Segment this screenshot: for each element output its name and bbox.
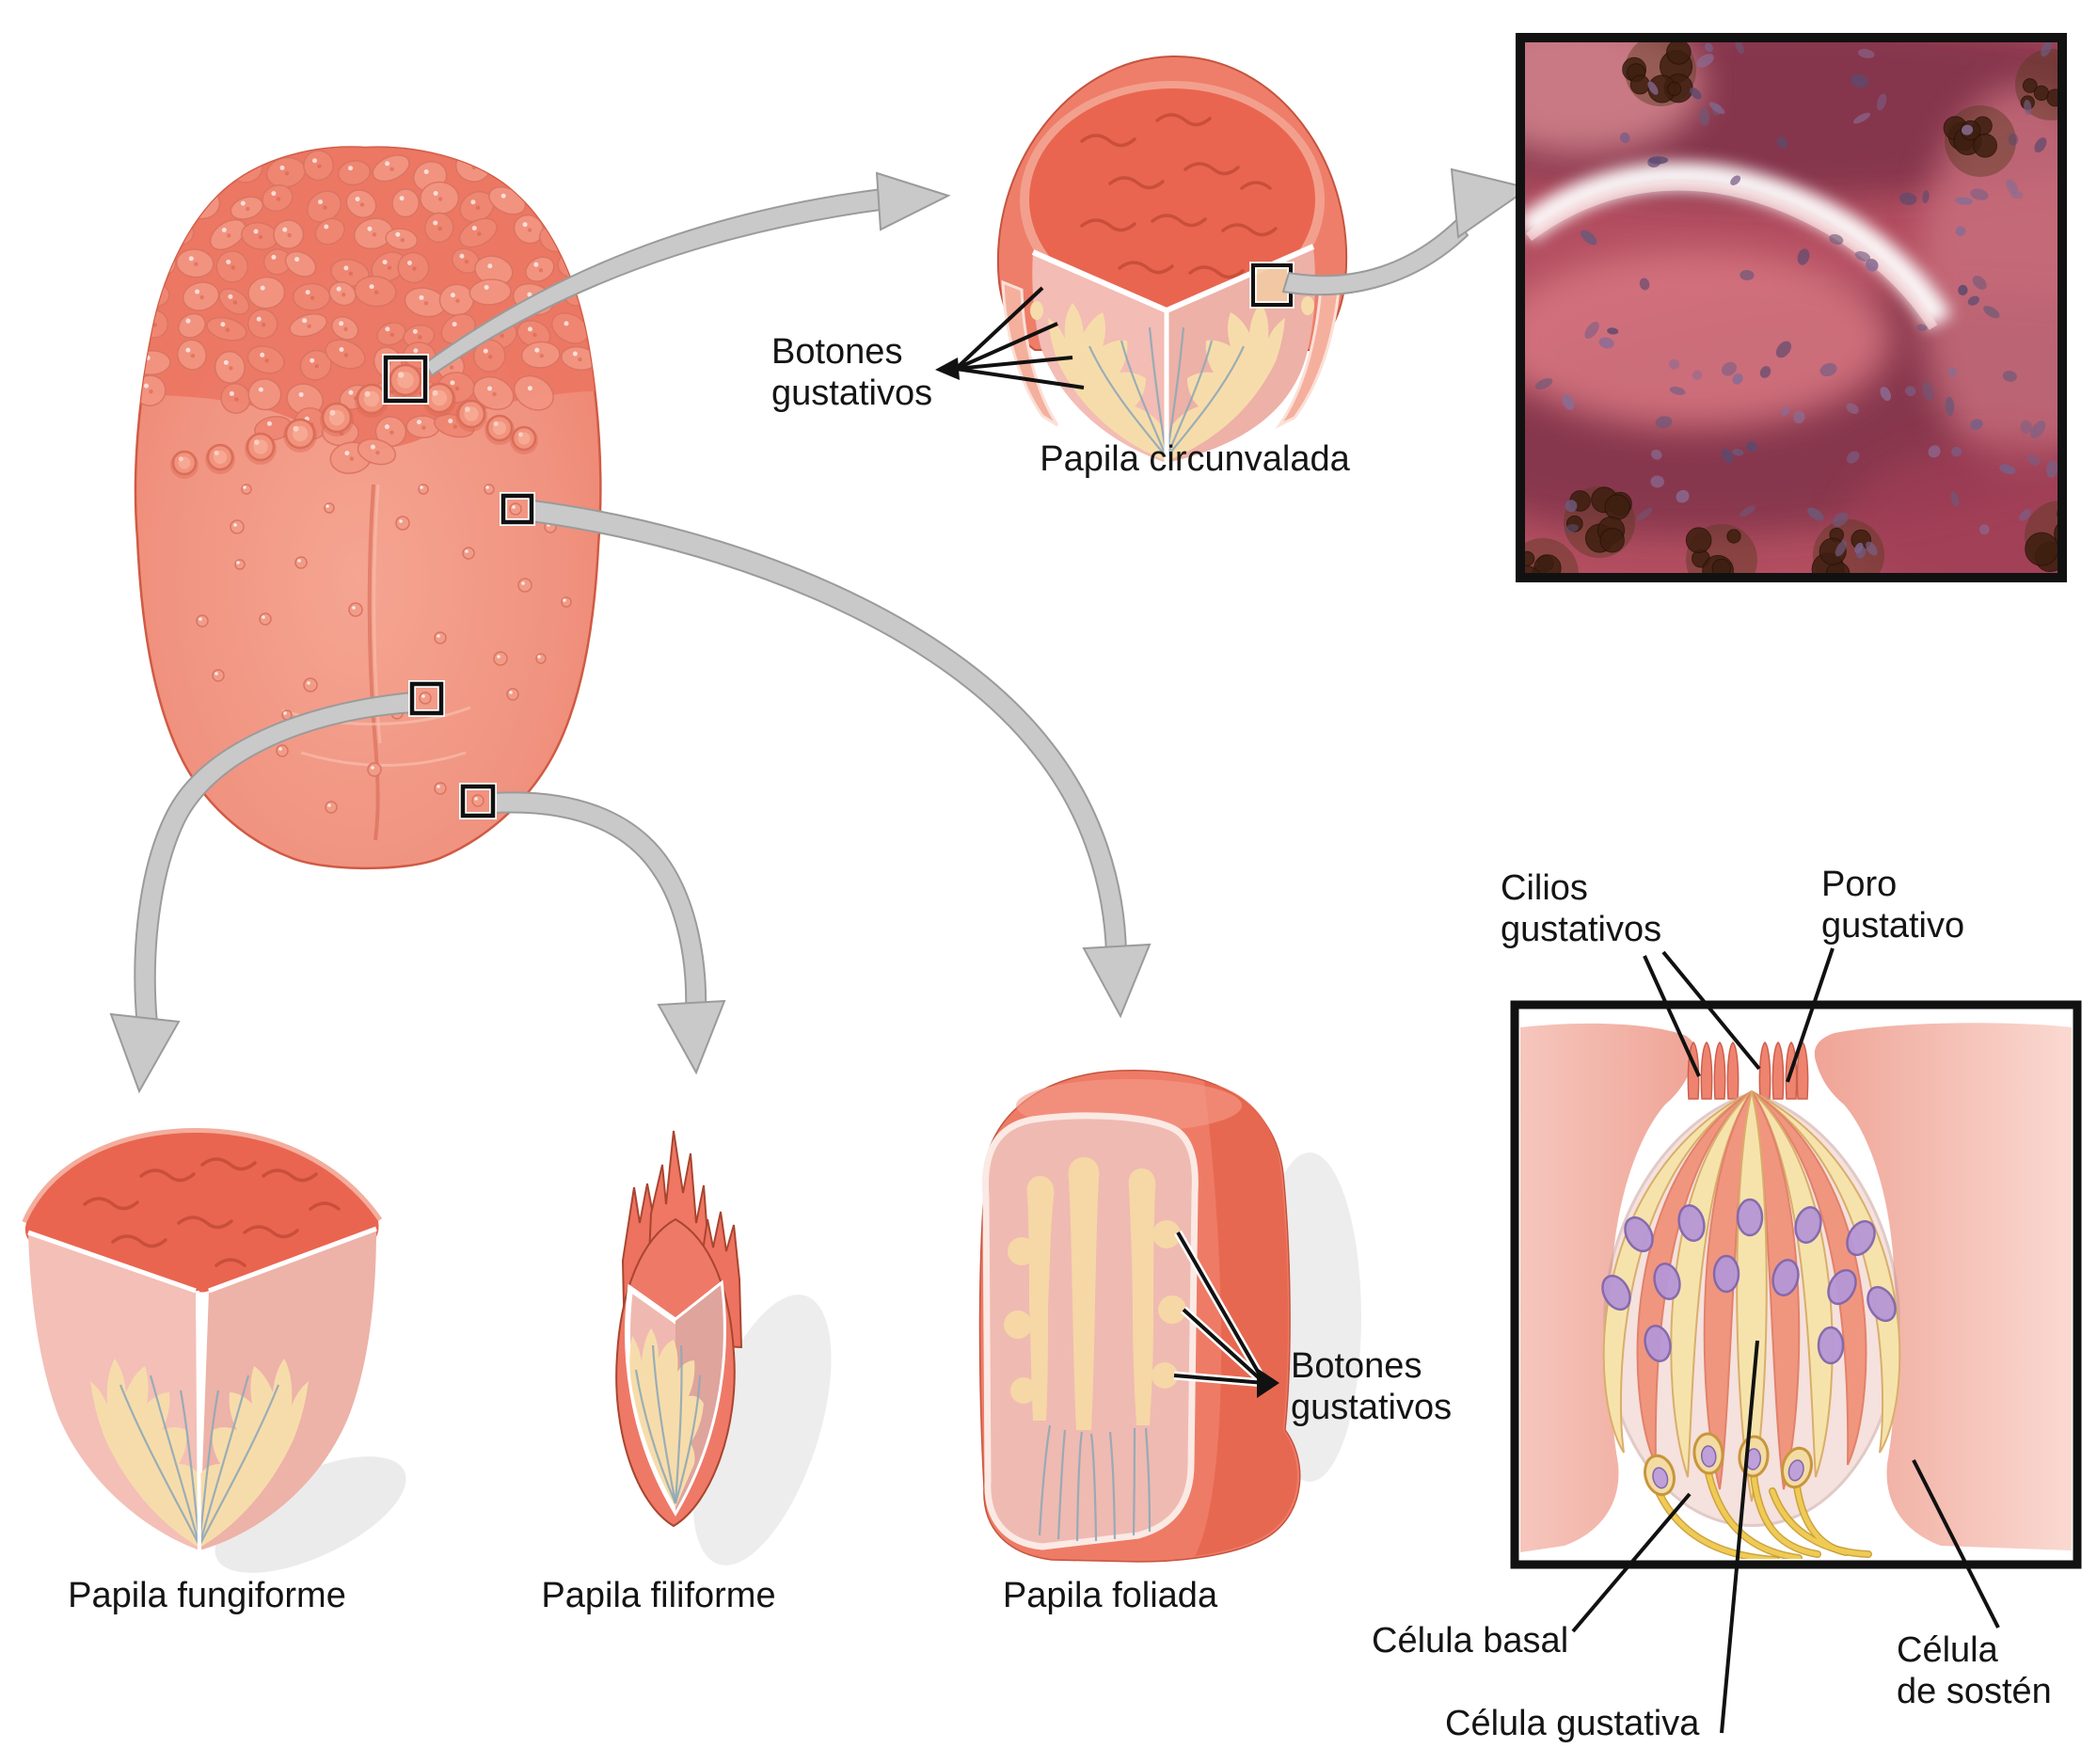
circumvallate-papillae-row [170,363,538,479]
filiform-papilla-illustration [615,1130,832,1565]
arrow-tongue-to-fungiform [109,691,416,1094]
papilla-surface-texture [83,1157,341,1267]
arrow-tongue-to-foliate [529,499,1152,1019]
taste-buds-pointer-lines [1173,1230,1279,1398]
taste-bud-nerve-fibers [634,1344,702,1504]
circumvallate-papilla-illustration [935,55,1348,463]
arrow-circumvallate-to-micrograph [1281,167,1532,296]
basal-cell-label: Célula basal [1372,1621,1569,1661]
taste-bud-nerve-fibers [1088,326,1246,458]
taste-bud-nerve-fibers [119,1375,280,1547]
gustatory-cilia-label: Cilios gustativos [1501,868,1662,950]
circumvallate-papilla-label: Papila circunvalada [1040,439,1350,479]
tongue-zoom-boxes [382,354,535,819]
supporting-cell-label: Célula de sostén [1897,1630,2052,1712]
zoom-box-circumvallate [383,355,428,404]
cell-nuclei [1534,39,2058,559]
cell-nuclei [1601,1198,1897,1365]
fungiform-papilla-label: Papila fungiforme [68,1576,346,1615]
nerve-fibers-yellow [1656,1470,1872,1559]
papilla-surface-texture [1080,113,1278,279]
fungiform-papilla-illustration [22,1127,406,1573]
zoom-box-filiform [460,784,496,818]
gustatory-cilia [1687,1041,1809,1100]
stained-cell-clusters [1520,38,2062,578]
taste-bud-nerve-fibers [1038,1424,1152,1542]
foliate-papilla-label: Papila foliada [1002,1576,1218,1615]
filiform-papilla-label: Papila filiforme [541,1576,776,1615]
arrow-tongue-to-circumvallate [423,171,951,377]
gustatory-cell-label: Célula gustativa [1445,1704,1700,1743]
taste-bud-micrograph [1516,33,2067,582]
zoom-box-fungiform [409,681,444,716]
taste-buds-label-foliate: Botones gustativos [1291,1346,1453,1428]
taste-pore-label: Poro gustativo [1821,865,1965,946]
taste-buds-pointer-lines [935,286,1085,389]
arrow-tongue-to-filiform [492,791,726,1075]
foliate-papilla-illustration [978,1069,1361,1563]
detail-pointer-lines [1571,947,2000,1734]
fungiform-papillae-dots [196,484,572,814]
epithelium-right [1814,1023,2072,1550]
taste-bud-ridges [1004,1157,1186,1430]
taste-pore-cleft [1520,161,1952,329]
taste-buds-label-circumvallate: Botones gustativos [771,332,933,414]
taste-bud-detail-illustration [1510,947,2082,1734]
zoom-box-foliate [500,493,534,525]
